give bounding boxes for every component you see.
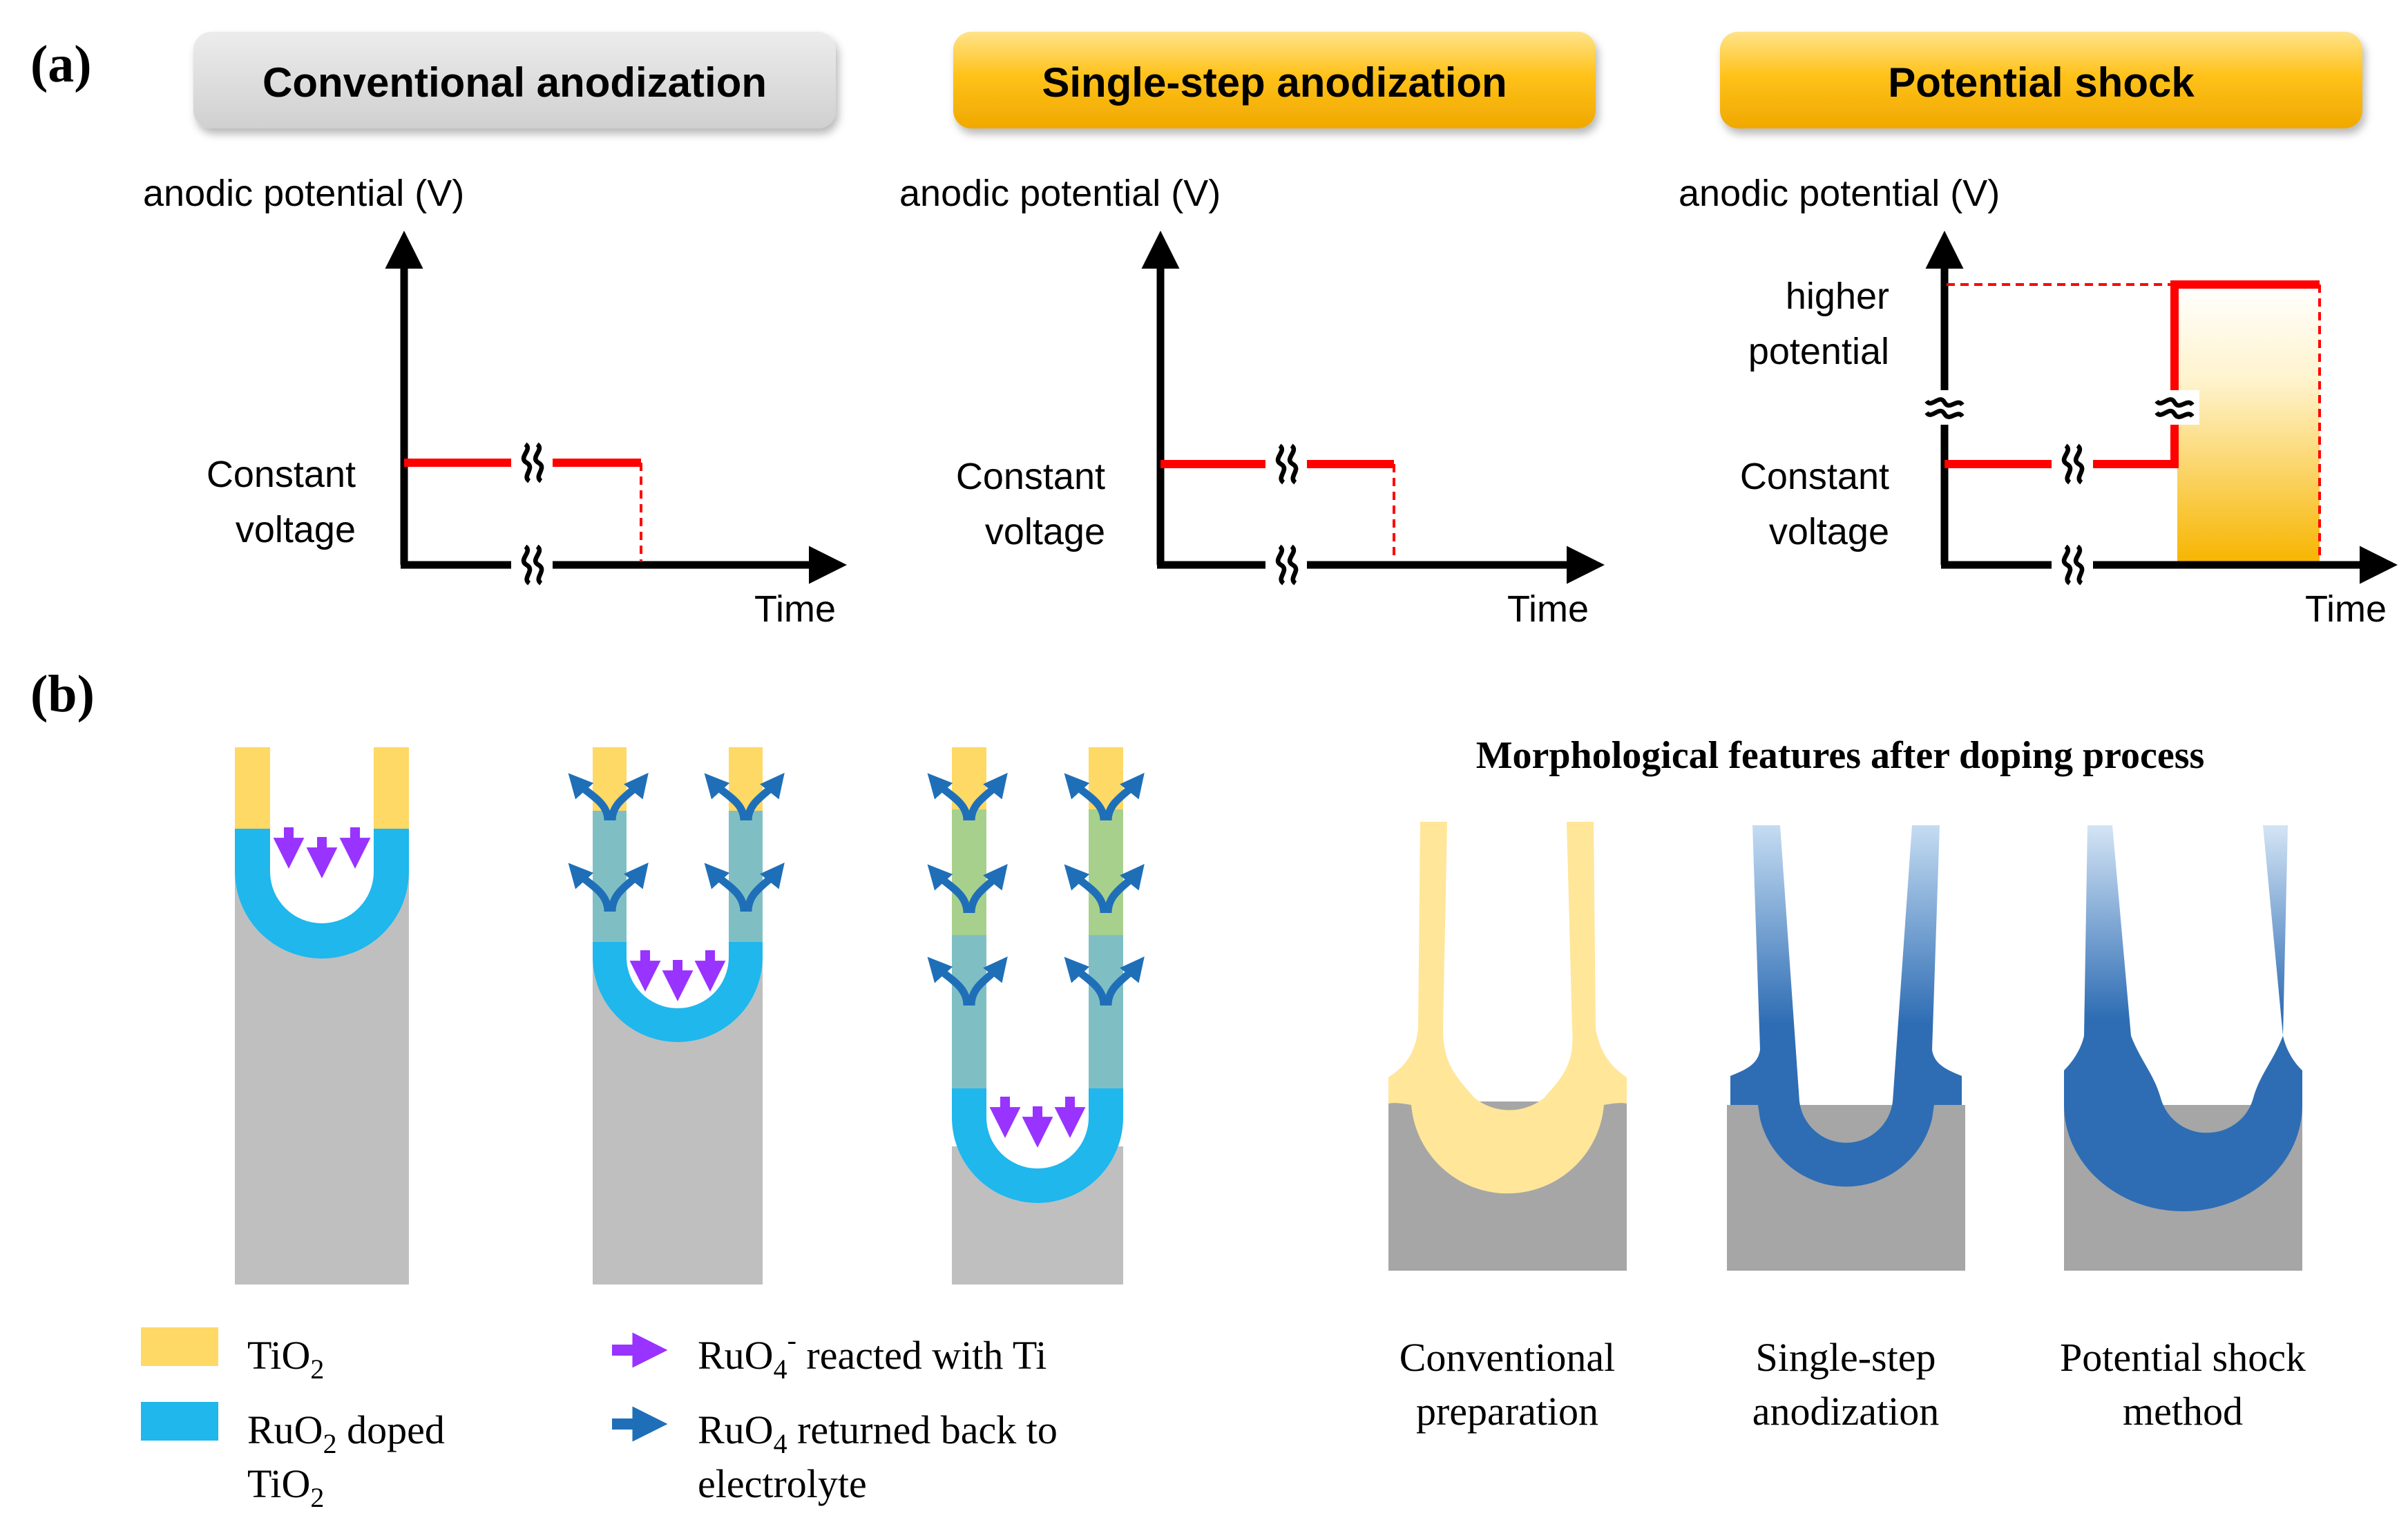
title-box-conventional: Conventional anodization	[193, 32, 836, 128]
legend-label-ruo4-line1: RuO4 returned back to	[698, 1407, 1058, 1459]
legend-label-ruo4-minus: RuO4- reacted with Ti	[698, 1325, 1047, 1385]
morph-conventional	[1388, 822, 1627, 1271]
morph-caption-1-line1: Conventional	[1399, 1335, 1616, 1380]
x-axis-label: Time	[2305, 588, 2387, 630]
morph-potential-shock	[2064, 825, 2302, 1271]
title-single-step: Single-step anodization	[1042, 59, 1507, 106]
purple-arrows	[273, 827, 371, 878]
panel-a-label: (a)	[30, 35, 92, 93]
doped-wall	[729, 811, 763, 942]
morph-caption-2-line2: anodization	[1752, 1389, 1940, 1434]
title-box-potential-shock: Potential shock	[1720, 32, 2362, 128]
title-conventional: Conventional anodization	[262, 59, 767, 106]
graph-conventional: anodic potential (V) Time Constant volta…	[143, 173, 847, 630]
doped-tube	[2064, 825, 2302, 1212]
shock-period-fill	[2177, 285, 2320, 563]
legend-swatch-tio2	[141, 1327, 218, 1366]
morph-caption-2-line1: Single-step	[1756, 1335, 1936, 1380]
level-label-line2: voltage	[236, 509, 356, 550]
high-label-line1: higher	[1786, 276, 1889, 317]
doped-wall	[952, 935, 986, 1088]
panel-b-label: (b)	[30, 665, 95, 723]
high-label-line2: potential	[1748, 331, 1889, 372]
level-label-line1: Constant	[1740, 456, 1889, 497]
pore-stage-3	[927, 747, 1145, 1285]
title-box-single-step: Single-step anodization	[953, 32, 1596, 128]
graph-potential-shock: anodic potential (V) Time higher potenti…	[1679, 173, 2398, 630]
y-axis-label: anodic potential (V)	[899, 173, 1221, 214]
mixed-wall	[952, 809, 986, 935]
x-axis-label: Time	[1507, 588, 1589, 630]
pore-stage-2	[568, 747, 785, 1285]
tio2-tube	[1388, 822, 1627, 1194]
legend-label-tio2: TiO2	[247, 1333, 324, 1385]
doped-wall	[1089, 935, 1123, 1088]
level-label-line2: voltage	[985, 511, 1105, 552]
pore-stage-1	[235, 747, 409, 1285]
legend-label-ruo2-line2: TiO2	[247, 1461, 324, 1513]
purple-arrows	[989, 1097, 1086, 1148]
x-axis-label: Time	[754, 588, 836, 630]
tio2-wall	[374, 747, 409, 829]
title-potential-shock: Potential shock	[1888, 59, 2195, 106]
legend-label-ruo2-line1: RuO2 doped	[247, 1407, 445, 1459]
legend-label-ruo4-line2: electrolyte	[698, 1461, 867, 1506]
morph-title: Morphological features after doping proc…	[1476, 734, 2205, 777]
doped-wall	[593, 811, 627, 942]
legend: TiO2 RuO2 doped TiO2 RuO4- reacted with …	[141, 1325, 1058, 1513]
doped-layer	[235, 829, 409, 959]
level-label-line2: voltage	[1769, 511, 1889, 552]
doped-tube	[1730, 825, 1962, 1187]
morph-single-step	[1727, 825, 1965, 1271]
blue-arrows	[927, 773, 1145, 1006]
mixed-wall	[1089, 809, 1123, 935]
doped-layer	[593, 939, 763, 1042]
tio2-wall	[235, 747, 270, 829]
graph-single-step: anodic potential (V) Time Constant volta…	[899, 173, 1605, 630]
morph-caption-1-line2: preparation	[1416, 1389, 1598, 1434]
level-label-line1: Constant	[207, 454, 356, 495]
purple-arrows	[629, 950, 726, 1001]
doped-layer	[952, 1087, 1123, 1203]
morph-caption-3-line2: method	[2123, 1389, 2243, 1434]
blue-arrows	[568, 773, 785, 912]
y-axis-label: anodic potential (V)	[1679, 173, 2000, 214]
level-label-line1: Constant	[956, 456, 1105, 497]
legend-swatch-ruo2	[141, 1402, 218, 1441]
y-axis-label: anodic potential (V)	[143, 173, 464, 214]
morph-caption-3-line1: Potential shock	[2060, 1335, 2306, 1380]
